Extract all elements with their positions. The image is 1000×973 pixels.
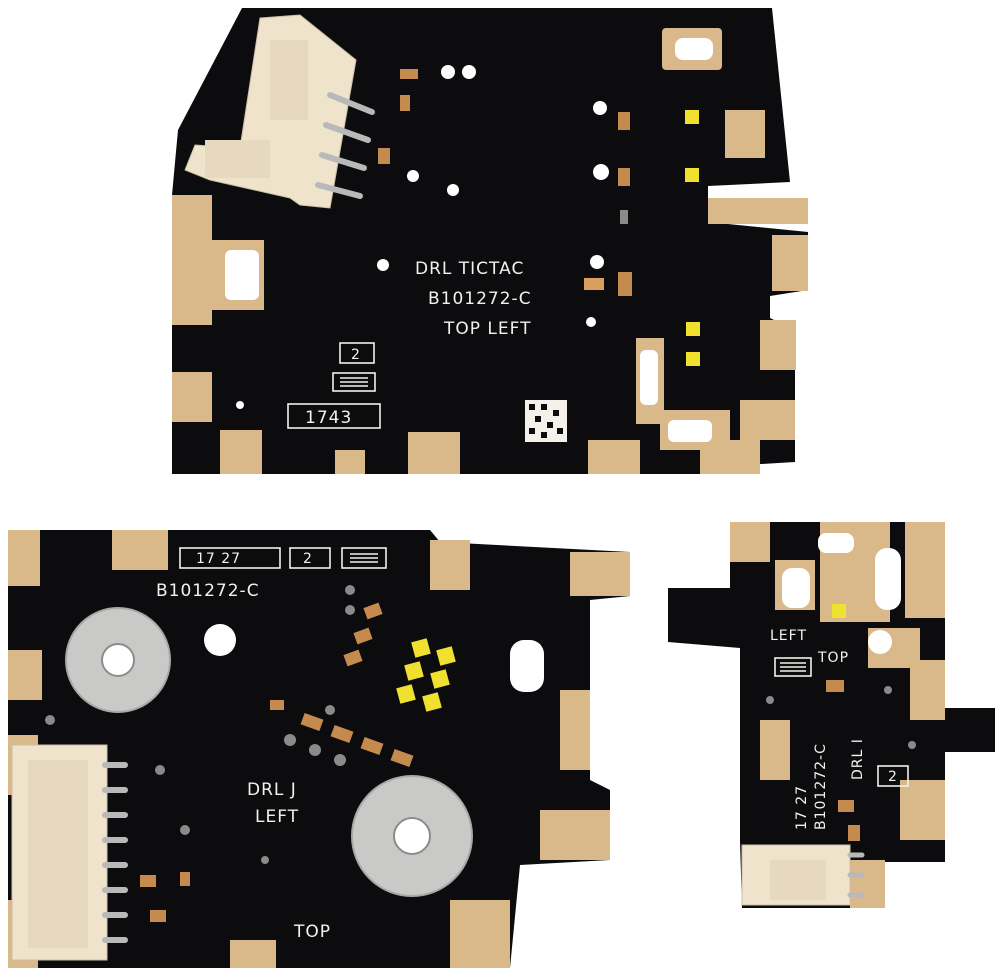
- bottom-left-pcb-board: 17 27 2 B101272-C DRL J LEFT TOP: [8, 530, 630, 968]
- top-board-leds: [685, 110, 700, 366]
- top-wire-connector: [184, 14, 375, 209]
- bottom-right-smd-parts: [826, 680, 860, 841]
- top-board-date-code: 1743: [305, 408, 352, 428]
- bottom-right-wire-connector: [741, 844, 865, 906]
- top-board-bar-marking: [340, 377, 368, 387]
- top-board-smd-parts: [378, 69, 632, 296]
- top-board-label-model: DRL TICTAC: [415, 259, 524, 279]
- bottom-left-bar-marking: [350, 553, 378, 563]
- bottom-right-bar-marking: [780, 662, 806, 672]
- top-pcb-board: DRL TICTAC B101272-C TOP LEFT 2 1743: [172, 8, 808, 474]
- bottom-left-label-side: LEFT: [255, 807, 299, 827]
- bottom-right-part-number: B101272-C: [813, 743, 829, 830]
- top-board-label-side: TOP LEFT: [443, 319, 532, 339]
- bottom-left-wire-connector: [11, 744, 128, 961]
- bottom-right-pcb-board: LEFT TOP DRL I 2 17 27 B101272-C: [668, 522, 995, 908]
- bottom-right-label-model: DRL I: [850, 738, 866, 780]
- top-board-rev-number: 2: [351, 347, 361, 363]
- bottom-left-label-model: DRL J: [247, 780, 297, 800]
- bottom-right-led: [832, 604, 846, 618]
- bottom-right-rev-number: 2: [888, 769, 898, 785]
- top-board-label-part: B101272-C: [428, 289, 532, 309]
- bottom-right-label-left: LEFT: [770, 628, 807, 644]
- bottom-left-date-code: 17 27: [196, 551, 241, 567]
- bottom-left-smd-parts: [140, 602, 414, 922]
- bottom-left-part-number: B101272-C: [156, 581, 260, 601]
- bottom-left-mounting-pads: [65, 607, 473, 897]
- top-board-datamatrix: [525, 400, 567, 442]
- bottom-left-led-cluster: [396, 638, 456, 712]
- bottom-right-date-code: 17 27: [794, 785, 810, 830]
- bottom-left-rev-number: 2: [303, 551, 313, 567]
- bottom-left-label-top: TOP: [293, 922, 331, 942]
- bottom-right-label-top: TOP: [817, 650, 849, 666]
